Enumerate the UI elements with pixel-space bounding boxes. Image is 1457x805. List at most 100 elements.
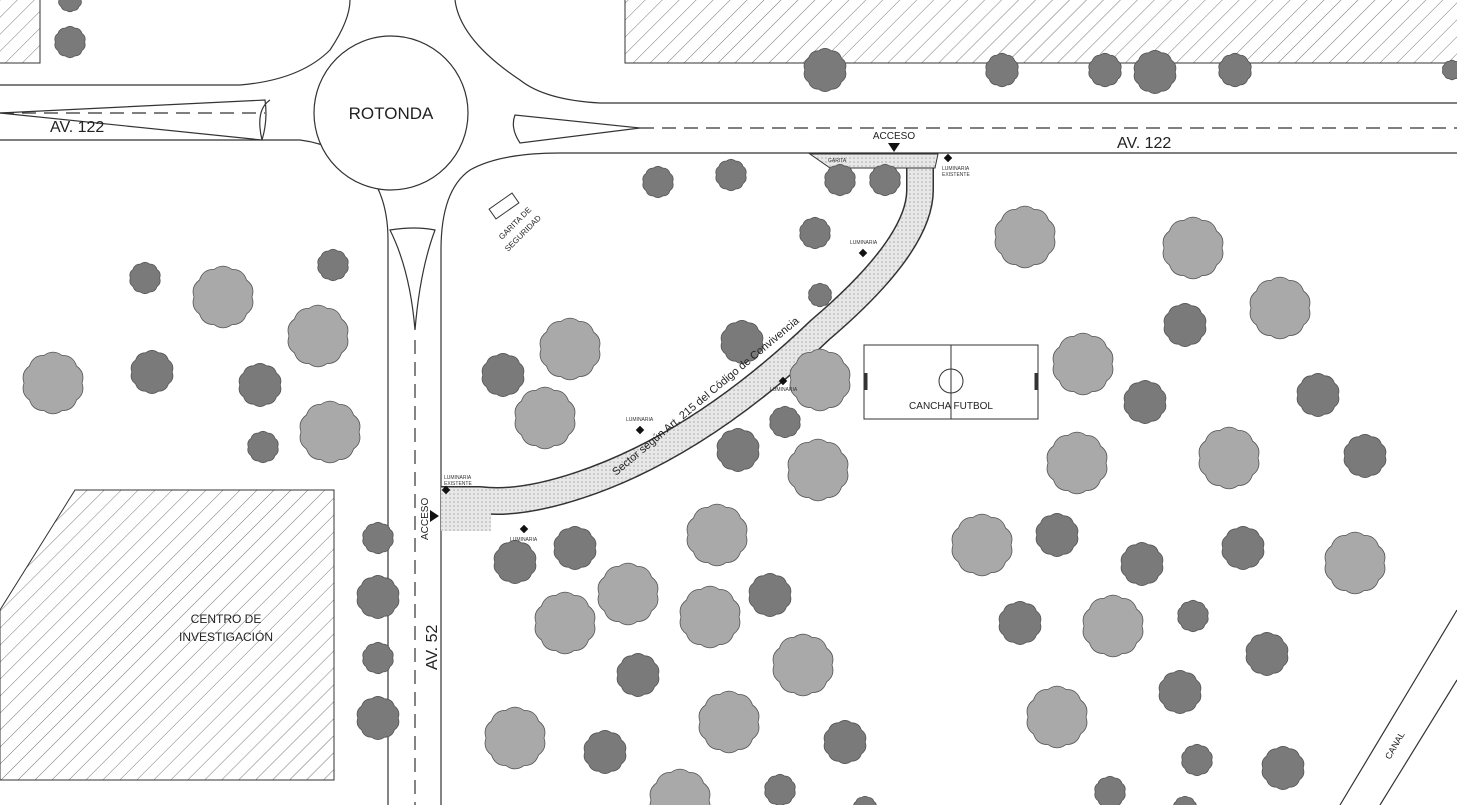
label-av122-left: AV. 122 [50,119,104,136]
tree-icon [649,768,711,805]
tree-icon [715,158,747,192]
tree-icon [1082,594,1144,658]
acceso-left-marker [430,510,439,522]
tree-icon [698,690,760,754]
label-av122-right: AV. 122 [1117,135,1171,152]
tree-icon [1198,426,1260,490]
tree-icon [998,601,1042,645]
tree-icon [1181,743,1213,777]
access-path [441,153,939,531]
trees [22,0,1457,805]
tree-icon [824,163,856,197]
tree-icon [787,438,849,502]
tree-icon [58,0,82,13]
tree-icon [1123,380,1167,424]
tree-icon [869,163,901,197]
tree-icon [720,320,764,364]
tree-icon [764,773,796,805]
label-luminaria-existente-left-2: EXISTENTE [444,481,472,487]
tree-icon [129,261,161,295]
rotonda [313,35,469,191]
tree-icon [803,48,847,92]
tree-icon [553,526,597,570]
label-luminaria-2: LUMINARIA [626,417,654,423]
tree-icon [362,641,394,675]
tree-icon [853,795,877,805]
tree-icon [1046,431,1108,495]
tree-icon [1162,216,1224,280]
tree-icon [22,351,84,415]
tree-icon [716,428,760,472]
tree-icon [1245,632,1289,676]
label-acceso-left: ACCESO [420,498,431,540]
tree-icon [772,633,834,697]
tree-icon [985,52,1019,88]
cancha-futbol [863,344,1039,420]
tree-icon [356,696,400,740]
luminaria-markers [441,153,953,534]
tree-icon [192,265,254,329]
tree-icon [1035,513,1079,557]
tree-icon [1133,50,1177,94]
tree-icon [799,216,831,250]
label-centro-2: INVESTIGACIÓN [179,629,273,644]
tree-icon [1296,373,1340,417]
label-luminaria-1: LUMINARIA [850,240,878,246]
tree-icon [1094,775,1126,805]
tree-icon [247,430,279,464]
tree-icon [748,573,792,617]
tree-icon [1026,685,1088,749]
tree-icon [1052,332,1114,396]
tree-icon [1324,531,1386,595]
tree-icon [1173,795,1197,805]
tree-icon [642,165,674,199]
tree-icon [1158,670,1202,714]
label-centro-1: CENTRO DE [191,612,262,626]
label-av52: AV. 52 [424,625,441,670]
tree-icon [616,653,660,697]
label-garita-small: GARITA [828,158,847,164]
tree-icon [1163,303,1207,347]
building-top-right [624,0,1457,64]
tree-icon [130,350,174,394]
tree-icon [1343,434,1387,478]
label-cancha: CANCHA FUTBOL [909,401,993,412]
tree-icon [534,591,596,655]
tree-icon [514,386,576,450]
building-top-left [0,0,41,64]
label-acceso-top: ACCESO [873,131,915,142]
label-sector: Sector según Art. 215 del Código de Conv… [610,314,802,478]
label-luminaria-existente-left-1: LUMINARIA [444,475,472,481]
tree-icon [994,205,1056,269]
tree-icon [481,353,525,397]
label-rotonda: ROTONDA [349,104,434,123]
tree-icon [493,540,537,584]
label-canal: CANAL [1383,730,1407,761]
tree-icon [951,513,1013,577]
tree-icon [362,521,394,555]
tree-icon [299,400,361,464]
tree-icon [356,575,400,619]
tree-icon [1218,52,1252,88]
tree-icon [54,25,86,59]
tree-icon [1221,526,1265,570]
label-luminaria-4: LUMINARIA [510,537,538,543]
tree-icon [686,503,748,567]
tree-icon [583,730,627,774]
tree-icon [1088,52,1122,88]
tree-icon [679,585,741,649]
label-luminaria-3: LUMINARIA [770,387,798,393]
tree-icon [238,363,282,407]
label-luminaria-existente-1: LUMINARIA [942,166,970,172]
tree-icon [769,405,801,439]
tree-icon [1249,276,1311,340]
tree-icon [287,304,349,368]
label-luminaria-existente-2: EXISTENTE [942,172,970,178]
tree-icon [1177,599,1209,633]
tree-icon [597,562,659,626]
tree-icon [808,282,832,308]
garita-de-seguridad [488,192,520,220]
